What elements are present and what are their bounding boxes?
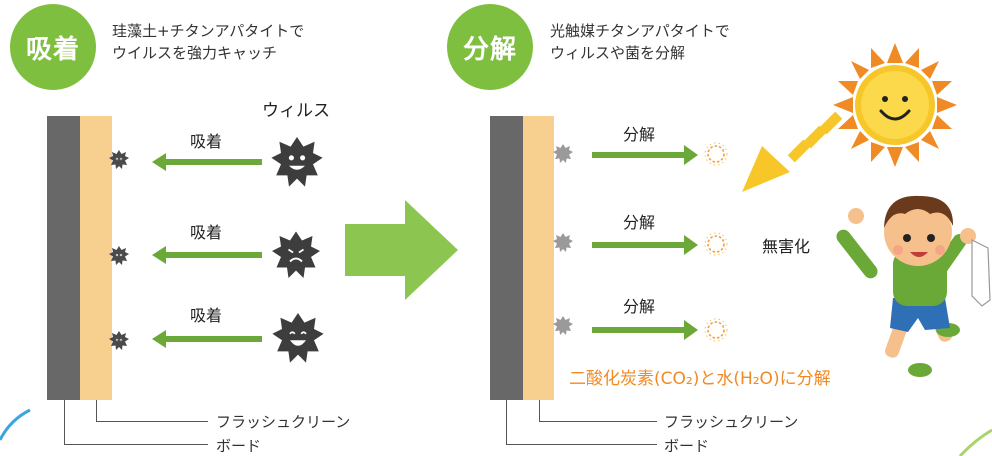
adsorption-arrow-3 — [152, 330, 262, 348]
process-arrow — [345, 200, 458, 300]
right-board-leader-line — [506, 400, 657, 445]
adsorption-arrow-label-1: 吸着 — [190, 132, 223, 151]
decomposing-virus-1 — [553, 144, 573, 163]
decomposition-arrow-label-2: 分解 — [623, 213, 656, 232]
dissolved-virus-2 — [704, 232, 728, 256]
adsorption-arrow-2 — [152, 246, 262, 264]
decorative-arc-right — [958, 428, 992, 456]
right-legend-board: ボード — [664, 437, 710, 455]
left-board-leader-line — [64, 400, 208, 445]
adsorption-arrow-1 — [152, 153, 262, 171]
adsorption-description-line2: ウイルスを強力キャッチ — [112, 44, 278, 62]
decomposition-badge: 分解 — [447, 4, 533, 90]
decomposition-description: 光触媒チタンアパタイトで ウィルスや菌を分解 — [550, 20, 730, 64]
decomposing-virus-3 — [553, 316, 573, 335]
left-legend-flush-clean: フラッシュクリーン — [216, 413, 351, 431]
right-legend-flush-clean: フラッシュクリーン — [664, 413, 799, 431]
adsorption-badge: 吸着 — [10, 4, 96, 90]
adsorption-arrow-label-3: 吸着 — [190, 306, 223, 325]
adsorption-description: 珪藻土+チタンアパタイトで ウイルスを強力キャッチ — [112, 20, 304, 64]
decomposition-description-line2: ウィルスや菌を分解 — [550, 44, 686, 62]
captured-virus-3 — [109, 331, 129, 350]
virus-large-2 — [272, 231, 320, 278]
sunlight-beam — [742, 111, 843, 192]
decomposition-description-line1: 光触媒チタンアパタイトで — [550, 22, 730, 40]
decomposition-note: 二酸化炭素(CO₂)と水(H₂O)に分解 — [569, 369, 831, 389]
decomposition-arrow-label-3: 分解 — [623, 297, 656, 316]
virus-label: ウィルス — [262, 101, 330, 121]
left-flush-clean-layer — [80, 116, 112, 400]
left-legend-board: ボード — [216, 437, 262, 455]
dissolved-virus-1 — [704, 142, 728, 166]
decomposition-arrow-3 — [592, 320, 698, 340]
virus-large-1 — [271, 137, 323, 187]
decomposition-arrow-label-1: 分解 — [623, 125, 656, 144]
right-flush-clean-layer — [523, 116, 554, 400]
captured-virus-1 — [109, 150, 129, 169]
kid-character — [836, 195, 991, 377]
dissolved-virus-3 — [704, 318, 728, 342]
left-flush-leader-line — [96, 400, 208, 422]
decorative-arc-left — [0, 408, 31, 441]
decomposition-arrow-1 — [592, 145, 698, 165]
harmless-label: 無害化 — [762, 237, 811, 256]
adsorption-arrow-label-2: 吸着 — [190, 223, 223, 242]
decomposition-arrow-2 — [592, 235, 698, 255]
captured-virus-2 — [109, 246, 129, 265]
right-board-layer — [490, 116, 523, 400]
sun-character — [833, 43, 957, 167]
virus-large-3 — [272, 313, 324, 363]
left-board-layer — [47, 116, 80, 400]
right-flush-leader-line — [539, 400, 657, 422]
adsorption-description-line1: 珪藻土+チタンアパタイトで — [112, 22, 305, 40]
decomposing-virus-2 — [553, 233, 573, 252]
